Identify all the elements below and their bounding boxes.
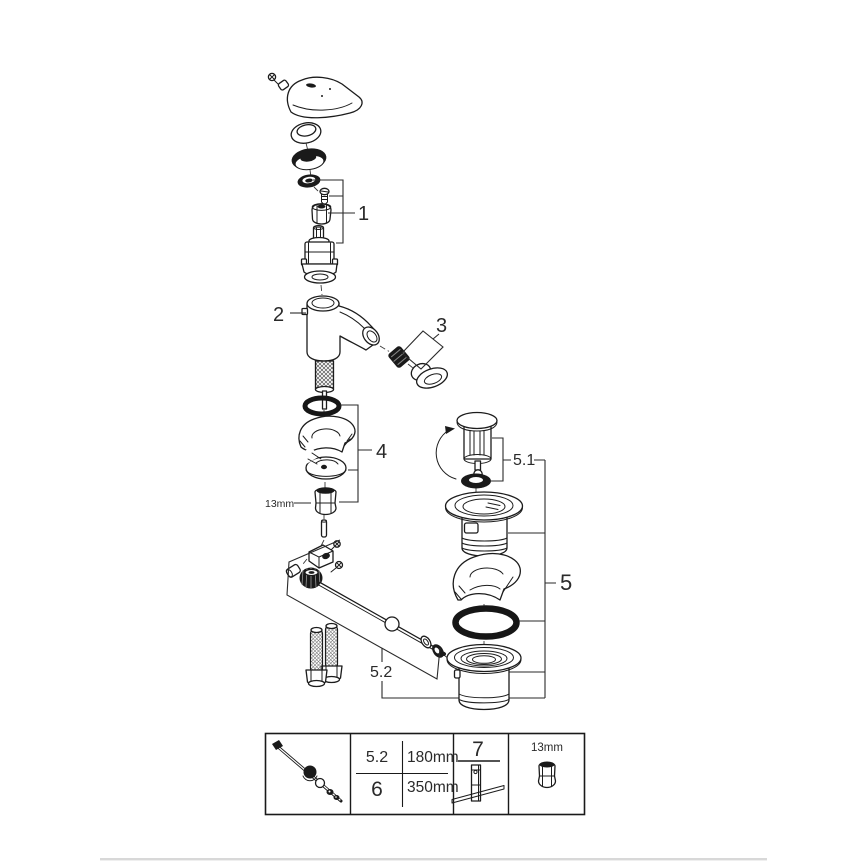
legend-row2-item: 6	[371, 778, 383, 801]
body-o-ring	[302, 395, 342, 417]
legend-wrench-size: 13mm	[531, 742, 563, 754]
spout-end-cap	[410, 362, 448, 389]
callout-4-label: 4	[376, 441, 387, 463]
wrench-size-note: 13mm	[265, 498, 311, 510]
callout-5: 5	[508, 460, 572, 698]
threaded-shank	[314, 360, 335, 410]
legend-row2-length: 350mm	[407, 779, 459, 796]
escutcheon-ring	[290, 122, 322, 144]
rod-seal-ring	[432, 644, 444, 658]
callout-2: 2	[273, 304, 306, 326]
callout-1-label: 1	[358, 203, 369, 225]
plug-seal	[461, 473, 491, 489]
legend-row1-length: 180mm	[407, 749, 459, 766]
drain-o-ring	[452, 605, 520, 640]
drain-plug	[456, 411, 498, 479]
callout-5-1-label: 5.1	[513, 452, 535, 469]
callout-5-2-label: 5.2	[370, 664, 392, 681]
drain-body	[446, 643, 522, 711]
pivot-pin	[320, 519, 328, 538]
callout-4: 4	[339, 404, 387, 503]
clamp-screw-b	[330, 560, 344, 573]
rotation-arrow	[435, 426, 457, 480]
callout-2-label: 2	[273, 304, 284, 326]
callout-1: 1	[313, 179, 369, 244]
rod-plug	[285, 563, 301, 578]
rubber-wedge	[298, 415, 356, 453]
retaining-ring	[297, 174, 321, 188]
cartridge-nut	[311, 203, 332, 225]
mounting-nut	[314, 487, 337, 516]
cartridge-screw	[319, 187, 330, 206]
legend-tool-item: 7	[472, 738, 484, 761]
legend-row1-item: 5.2	[366, 749, 388, 766]
knurled-ring	[299, 567, 323, 589]
horseshoe-washer	[298, 446, 347, 480]
cartridge	[300, 225, 339, 284]
callout-5-label: 5	[560, 570, 572, 595]
callout-3: 3	[401, 315, 447, 370]
handle-screw	[267, 72, 279, 85]
dome-cap-ring	[291, 148, 327, 171]
faucet-body	[301, 295, 380, 362]
flex-hose-left	[305, 626, 328, 688]
handle-lever	[286, 76, 363, 119]
mounting-tool-thumbnail	[451, 764, 505, 804]
wrench-size-label: 13mm	[265, 498, 294, 510]
drain-flange	[444, 491, 524, 557]
callout-5-1: 5.1	[491, 437, 545, 482]
rod-o-ring	[420, 635, 432, 649]
footer-divider	[100, 858, 767, 861]
drain-wedge-gasket	[452, 553, 521, 601]
handle-plug	[277, 79, 290, 91]
legend-table: 5.2 180mm 6 350mm 7 13mm	[264, 732, 586, 816]
callout-3-label: 3	[436, 315, 447, 337]
rod-assembly-thumbnail	[272, 740, 343, 803]
nut-thumbnail	[537, 761, 557, 789]
